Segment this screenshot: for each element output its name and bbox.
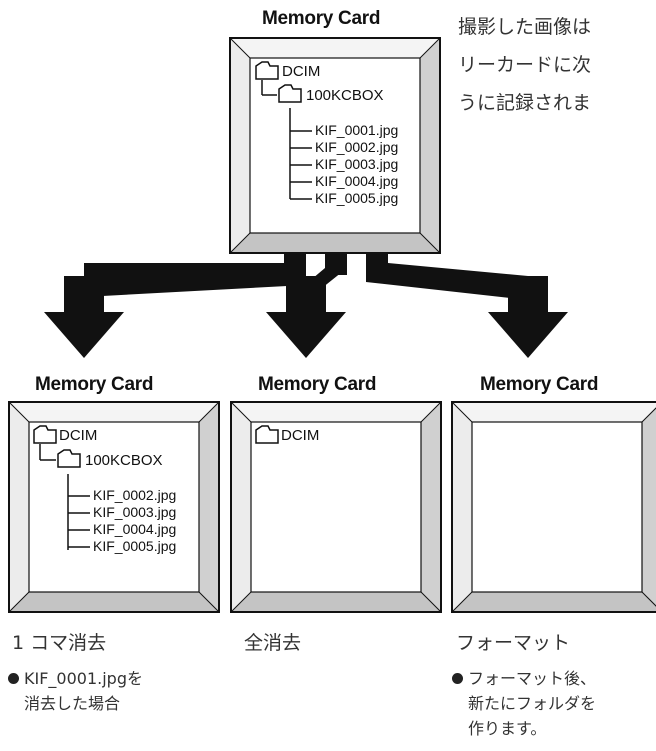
intro-line-3: うに記録されま [458,92,592,114]
card-1-folder-100kcbox: 100KCBOX [85,452,163,469]
file-name: KIF_0003.jpg [315,156,399,172]
card-1-title: Memory Card [35,374,154,395]
arrow-to-card-2 [266,253,347,358]
card-3-title: Memory Card [480,374,599,395]
bullet-icon [452,673,463,684]
file-name: KIF_0002.jpg [315,139,399,155]
card-1-folder-dcim: DCIM [59,427,98,444]
folder-icon [33,425,57,444]
card-2-title: Memory Card [258,374,377,395]
intro-text: 撮影した画像は リーカードに次 うに記録されま [458,8,591,122]
top-card-title: Memory Card [262,8,381,29]
folder-icon [278,84,302,103]
file-name: KIF_0005.jpg [315,190,399,206]
file-name: KIF_0004.jpg [315,173,399,189]
top-folder-dcim: DCIM [282,63,321,80]
file-name: KIF_0005.jpg [93,538,177,554]
note-line: 新たにフォルダを [468,694,597,713]
file-name: KIF_0004.jpg [93,521,177,537]
card-2-caption: 全消去 [244,632,302,654]
card-3-note: フォーマット後、 新たにフォルダを 作ります。 [452,666,596,741]
arrow-to-card-3 [366,253,568,358]
card-1-file-list: KIF_0002.jpg KIF_0003.jpg KIF_0004.jpg K… [93,487,176,555]
memory-card-1 [8,401,220,613]
folder-icon [57,449,81,468]
folder-icon [255,61,279,80]
note-line: KIF_0001.jpgを [24,669,143,688]
top-folder-100kcbox: 100KCBOX [306,87,384,104]
file-name: KIF_0003.jpg [93,504,177,520]
arrow-to-card-1 [44,253,306,358]
memory-card-3 [451,401,656,613]
top-memory-card [229,37,441,254]
bullet-icon [8,673,19,684]
folder-icon [255,425,279,444]
top-file-list: KIF_0001.jpg KIF_0002.jpg KIF_0003.jpg K… [315,122,398,207]
note-line: 消去した場合 [24,694,121,713]
card-2-folder-dcim: DCIM [281,427,320,444]
file-name: KIF_0001.jpg [315,122,399,138]
intro-line-1: 撮影した画像は [458,16,592,38]
note-line: フォーマット後、 [468,669,597,688]
note-line: 作ります。 [468,719,547,738]
memory-card-2 [230,401,442,613]
card-3-caption: フォーマット [456,632,571,654]
intro-line-2: リーカードに次 [458,54,592,76]
card-1-note: KIF_0001.jpgを 消去した場合 [8,666,143,716]
file-name: KIF_0002.jpg [93,487,177,503]
card-1-caption: 1 コマ消去 [12,632,107,654]
